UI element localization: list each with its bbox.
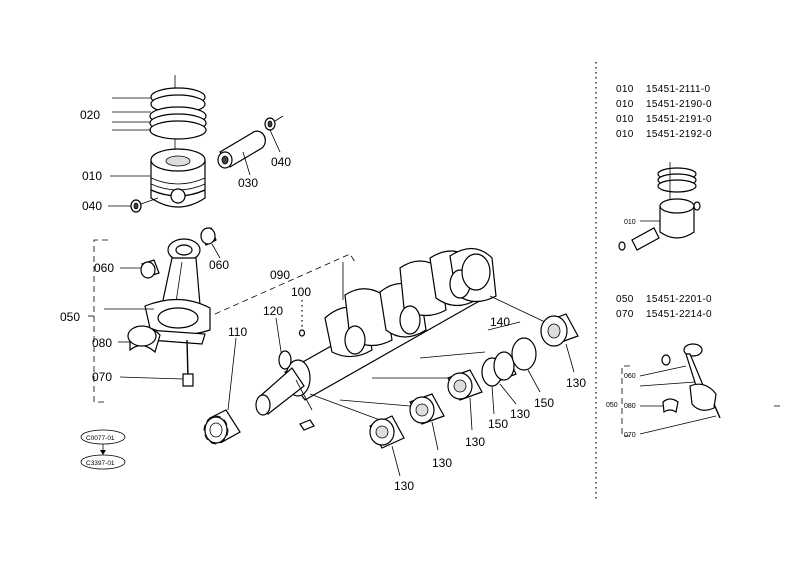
- bearing-bottom: [369, 415, 405, 477]
- svg-text:010: 010: [616, 114, 634, 125]
- callout-120: 120: [263, 304, 283, 318]
- callout-090: 090: [270, 268, 290, 282]
- thrust-washer-a: [491, 385, 495, 415]
- piston-pin: [217, 130, 266, 176]
- svg-text:010: 010: [616, 99, 634, 110]
- bushing-right: [200, 227, 221, 259]
- ref-oval-bottom: C3397-01: [80, 454, 126, 470]
- snap-ring-left: [108, 197, 159, 213]
- bearing-right: [540, 313, 579, 373]
- callout-020: 020: [80, 108, 100, 122]
- connecting-rod-group: [88, 238, 211, 403]
- callout-100: 100: [291, 285, 311, 299]
- inset-piston: [618, 162, 701, 251]
- callout-040-left: 040: [82, 199, 102, 213]
- svg-text:070: 070: [616, 309, 634, 320]
- svg-text:15451-2111-0: 15451-2111-0: [646, 84, 711, 95]
- callout-130-mid-b: 130: [465, 435, 485, 449]
- crank-gear: [203, 337, 241, 445]
- callout-030: 030: [238, 176, 258, 190]
- ref-oval-top: C0077-01: [80, 429, 126, 445]
- svg-text:15451-2201-0: 15451-2201-0: [646, 294, 712, 305]
- ref-arrow: [100, 444, 106, 455]
- svg-text:C3397-01: C3397-01: [86, 460, 115, 467]
- callout-070: 070: [92, 370, 112, 384]
- thrust-washer-b: [527, 369, 541, 393]
- callout-130-center: 130: [510, 407, 530, 421]
- side-table-rods: 050 15451-2201-0 070 15451-2214-0: [616, 294, 712, 320]
- callout-150-a: 150: [488, 417, 508, 431]
- bearing-mid-a: [409, 393, 445, 451]
- callout-140: 140: [490, 315, 510, 329]
- piston-rings: [112, 75, 207, 170]
- svg-text:15451-2191-0: 15451-2191-0: [646, 114, 712, 125]
- callout-040-right: 040: [271, 155, 291, 169]
- snap-ring-right: [264, 115, 284, 153]
- callout-060-right: 060: [209, 258, 229, 272]
- callout-110: 110: [228, 325, 247, 339]
- svg-text:C0077-01: C0077-01: [86, 435, 115, 442]
- svg-text:050: 050: [616, 294, 634, 305]
- callout-060-left: 060: [94, 261, 114, 275]
- svg-text:15451-2190-0: 15451-2190-0: [646, 99, 712, 110]
- callout-130-right: 130: [566, 376, 586, 390]
- rod-bolt-leader: [119, 376, 184, 380]
- inset-callout-010: 010: [624, 219, 636, 226]
- inset-callout-070: 070: [624, 432, 636, 439]
- inset-callout-050: 050: [606, 402, 618, 409]
- callout-010: 010: [82, 169, 102, 183]
- callout-130-mid-a: 130: [432, 456, 452, 470]
- piston: [110, 148, 206, 208]
- feather-key: [298, 300, 315, 431]
- inset-connecting-rod: [621, 343, 721, 437]
- side-table-pistons: 010 15451-2111-0 010 15451-2190-0 010 15…: [616, 84, 712, 140]
- bearing-mid-b: [447, 369, 483, 431]
- callout-150-b: 150: [534, 396, 554, 410]
- svg-text:010: 010: [616, 129, 634, 140]
- svg-text:15451-2192-0: 15451-2192-0: [646, 129, 712, 140]
- inset-callout-080: 080: [624, 403, 636, 410]
- crank-collar: [275, 317, 292, 370]
- callout-080: 080: [92, 336, 112, 350]
- crankshaft: [214, 247, 546, 421]
- crank-pin-metal: [118, 325, 161, 354]
- callout-130-bottom: 130: [394, 479, 414, 493]
- bushing-left: [120, 259, 160, 279]
- callout-050: 050: [60, 310, 80, 324]
- svg-text:010: 010: [616, 84, 634, 95]
- inset-callout-060: 060: [624, 373, 636, 380]
- thrust-bearing-set: [481, 321, 537, 405]
- svg-text:15451-2214-0: 15451-2214-0: [646, 309, 712, 320]
